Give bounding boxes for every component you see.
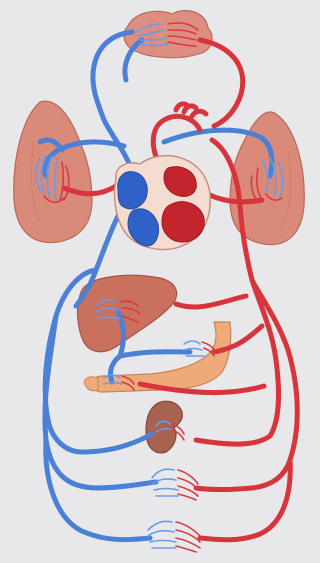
liver bbox=[78, 275, 177, 351]
left-ventricle bbox=[162, 202, 204, 242]
lower-limb-capillaries bbox=[148, 521, 200, 552]
brain bbox=[124, 10, 212, 57]
left-lung bbox=[14, 101, 92, 242]
trunk-capillaries bbox=[152, 469, 198, 500]
right-atrium bbox=[118, 172, 148, 209]
heart bbox=[115, 156, 211, 250]
